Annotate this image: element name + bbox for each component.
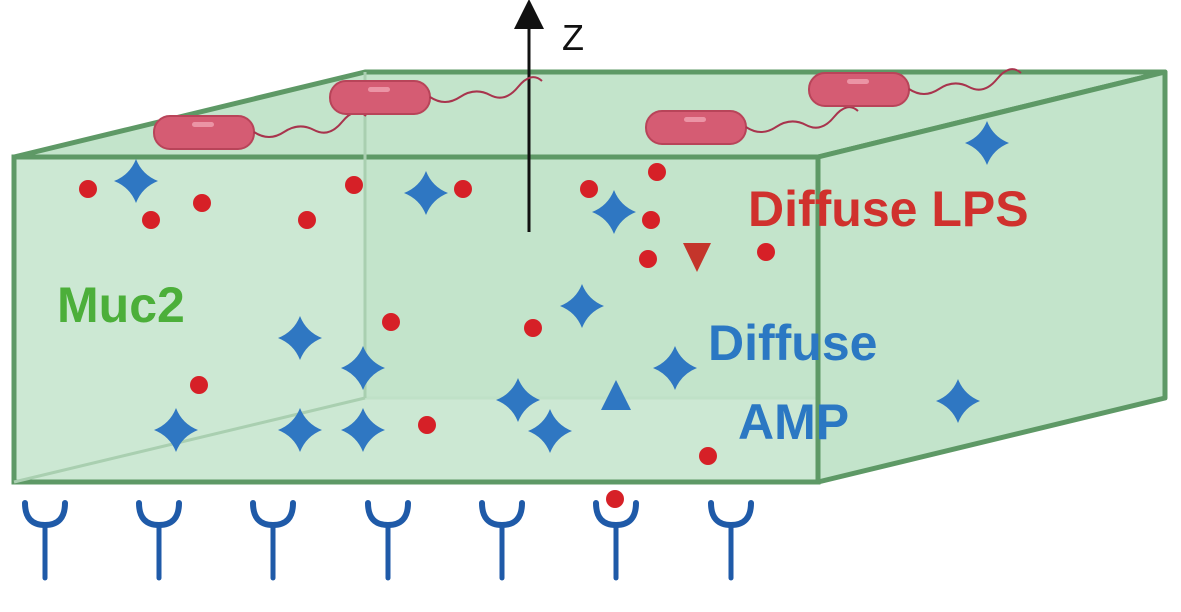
lps-molecule-icon <box>648 163 666 181</box>
lps-molecule-icon <box>639 250 657 268</box>
lps-molecule-icon <box>524 319 542 337</box>
amp-star-icon <box>154 408 198 452</box>
lps-diffusion-arrow-icon <box>683 158 711 272</box>
bacterium-icon <box>645 106 859 145</box>
bacterium-icon <box>808 68 1022 107</box>
amp-star-icon <box>341 346 385 390</box>
amp-star-icon <box>341 408 385 452</box>
amp-diffusion-arrow-icon <box>601 380 631 470</box>
amp-star-icon <box>278 316 322 360</box>
receptor-icon <box>365 500 411 581</box>
amp-star-icon <box>114 159 158 203</box>
receptor-icon <box>479 500 525 581</box>
amp-star-icon <box>496 378 540 422</box>
amp-star-icon <box>404 171 448 215</box>
bacteria-group <box>153 68 1022 150</box>
z-axis-label: Z <box>562 17 584 58</box>
amp-star-icon <box>592 190 636 234</box>
lps-molecule-icon <box>580 180 598 198</box>
receptor-icon <box>708 500 754 581</box>
receptor-icon <box>136 500 182 581</box>
lps-molecule-icon <box>142 211 160 229</box>
lps-molecule-icon <box>190 376 208 394</box>
receptor-icon <box>593 500 639 581</box>
amp-star-icon <box>560 284 604 328</box>
lps-molecule-icon <box>193 194 211 212</box>
box-front-face <box>11 154 821 485</box>
mucus-box <box>11 69 1168 485</box>
lps-molecule-icon <box>606 490 624 508</box>
lps-molecule-icon <box>757 243 775 261</box>
diffuse-amp-label-line2: AMP <box>738 394 849 450</box>
amp-star-icon <box>936 379 980 423</box>
lps-molecule-icon <box>382 313 400 331</box>
bacterium-icon <box>153 111 367 150</box>
amp-stars <box>114 121 1009 453</box>
lps-molecule-icon <box>79 180 97 198</box>
amp-star-icon <box>278 408 322 452</box>
diffuse-lps-label: Diffuse LPS <box>748 181 1029 237</box>
bacterium-icon <box>329 76 543 115</box>
amp-star-icon <box>653 346 697 390</box>
amp-star-icon <box>528 409 572 453</box>
receptor-icon <box>250 500 296 581</box>
amp-star-icon <box>965 121 1009 165</box>
box-hidden-edge <box>13 396 366 484</box>
diffuse-amp-label-line1: Diffuse <box>708 315 877 371</box>
lps-molecule-icon <box>699 447 717 465</box>
lps-molecule-icon <box>418 416 436 434</box>
lps-dots <box>79 163 775 508</box>
lps-molecule-icon <box>454 180 472 198</box>
muc2-label: Muc2 <box>57 277 185 333</box>
receptor-icon <box>22 500 68 581</box>
receptors <box>22 500 754 581</box>
lps-molecule-icon <box>642 211 660 229</box>
lps-molecule-icon <box>298 211 316 229</box>
lps-molecule-icon <box>345 176 363 194</box>
